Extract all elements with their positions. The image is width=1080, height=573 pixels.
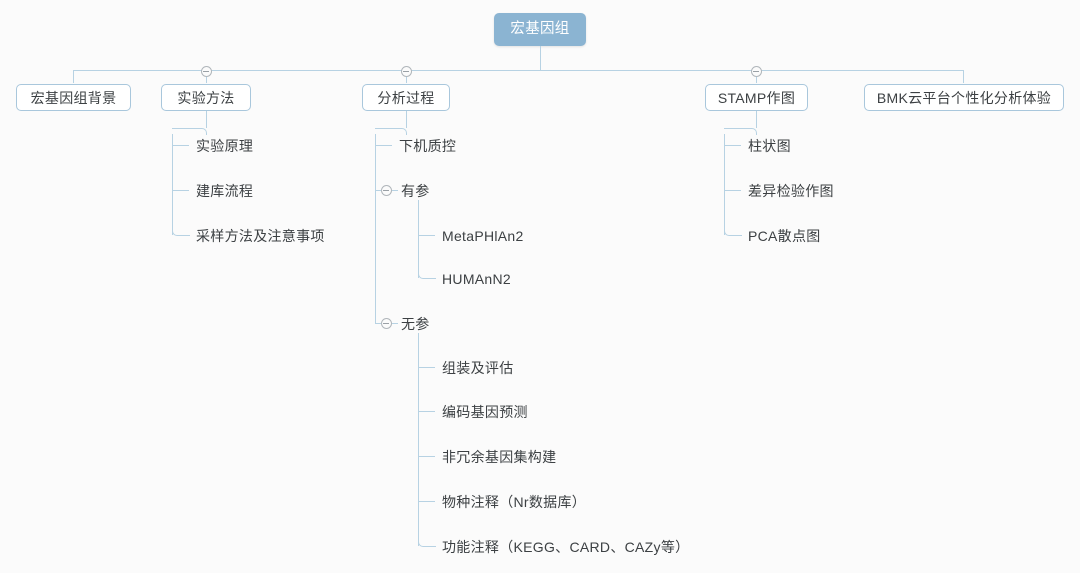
- collapse-toggle-icon-reference-based[interactable]: [380, 184, 392, 196]
- connector-elbow-stamp-plotting: [724, 128, 757, 135]
- connector-level1-bus: [73, 70, 963, 71]
- collapse-toggle-icon-reference-free[interactable]: [380, 317, 392, 329]
- connector-trunk-reference-based: [418, 200, 419, 278]
- collapse-toggle-icon-stamp-plotting[interactable]: [750, 66, 762, 77]
- node-branch-1-label: 宏基因组背景: [30, 89, 117, 106]
- node-branch-3-label: 分析过程: [377, 89, 435, 106]
- leaf-library-construction-process[interactable]: 建库流程: [196, 183, 254, 199]
- node-root-label: 宏基因组: [510, 21, 570, 38]
- leaf-metaphlan2[interactable]: MetaPHlAn2: [442, 228, 524, 244]
- leaf-pca-scatter-plot[interactable]: PCA散点图: [748, 228, 821, 244]
- connector-stub-node-3-2: [375, 190, 381, 191]
- connector-elbow-analysis-process: [375, 128, 407, 135]
- leaf-function-annotation[interactable]: 功能注释（KEGG、CARD、CAZy等）: [442, 539, 690, 555]
- connector-elbow-experimental-method: [172, 128, 207, 135]
- connector-stub-leaf-3-3-3: [418, 456, 435, 457]
- node-branch-5-label: BMK云平台个性化分析体验: [876, 89, 1052, 106]
- connector-stub-node-3-3: [375, 323, 381, 324]
- node-root[interactable]: 宏基因组: [494, 13, 586, 46]
- node-reference-based[interactable]: 有参: [401, 183, 430, 199]
- node-branch-analysis-process[interactable]: 分析过程: [362, 84, 450, 111]
- connector-stub-leaf-3-1: [375, 145, 392, 146]
- connector-stub-leaf-2-1: [172, 145, 189, 146]
- node-branch-experimental-method[interactable]: 实验方法: [161, 84, 251, 111]
- connector-stub-leaf-3-3-4: [418, 501, 435, 502]
- connector-stub-leaf-3-2-2: [418, 272, 436, 279]
- node-branch-bmk-cloud-platform[interactable]: BMK云平台个性化分析体验: [864, 84, 1064, 111]
- connector-stem-experimental-method: [206, 111, 207, 128]
- connector-stem-analysis-process: [406, 111, 407, 128]
- leaf-assembly-evaluation[interactable]: 组装及评估: [442, 360, 514, 376]
- connector-trunk-stamp-plotting: [724, 134, 725, 235]
- connector-stub-leaf-3-3-1: [418, 367, 435, 368]
- connector-trunk-reference-free: [418, 333, 419, 546]
- leaf-experimental-principle[interactable]: 实验原理: [196, 138, 254, 154]
- connector-drop-branch-1: [73, 70, 74, 83]
- node-branch-metagenome-background[interactable]: 宏基因组背景: [16, 84, 131, 111]
- connector-stub-leaf-4-1: [724, 145, 741, 146]
- connector-stub-leaf-4-3: [724, 229, 742, 236]
- node-reference-free[interactable]: 无参: [401, 316, 430, 332]
- node-branch-stamp-plotting[interactable]: STAMP作图: [705, 84, 808, 111]
- connector-stub-node-3-2-b: [392, 190, 398, 191]
- leaf-sampling-method-notes[interactable]: 采样方法及注意事项: [196, 228, 325, 244]
- collapse-toggle-icon-analysis-process[interactable]: [400, 66, 412, 77]
- leaf-species-annotation[interactable]: 物种注释（Nr数据库）: [442, 494, 587, 510]
- connector-stub-leaf-2-2: [172, 190, 189, 191]
- connector-trunk-analysis-process: [375, 134, 376, 324]
- leaf-nonredundant-gene-set[interactable]: 非冗余基因集构建: [442, 449, 557, 465]
- connector-root-drop: [540, 46, 541, 71]
- collapse-toggle-icon-experimental-method[interactable]: [200, 66, 212, 77]
- connector-stub-node-3-3-b: [392, 323, 398, 324]
- connector-trunk-experimental-method: [172, 134, 173, 235]
- connector-stub-leaf-3-3-2: [418, 411, 435, 412]
- node-branch-4-label: STAMP作图: [717, 89, 796, 106]
- connector-stub-leaf-2-3: [172, 229, 190, 236]
- leaf-bar-chart[interactable]: 柱状图: [748, 138, 791, 154]
- connector-stub-leaf-4-2: [724, 190, 741, 191]
- connector-stub-leaf-3-3-5: [418, 540, 436, 547]
- leaf-differential-test-plot[interactable]: 差异检验作图: [748, 183, 834, 199]
- leaf-coding-gene-prediction[interactable]: 编码基因预测: [442, 404, 528, 420]
- connector-stem-stamp-plotting: [756, 111, 757, 128]
- leaf-sequencing-qc[interactable]: 下机质控: [399, 138, 457, 154]
- connector-stub-leaf-3-2-1: [418, 235, 435, 236]
- leaf-humann2[interactable]: HUMAnN2: [442, 271, 512, 287]
- connector-drop-branch-5: [963, 70, 964, 83]
- node-branch-2-label: 实验方法: [177, 89, 235, 106]
